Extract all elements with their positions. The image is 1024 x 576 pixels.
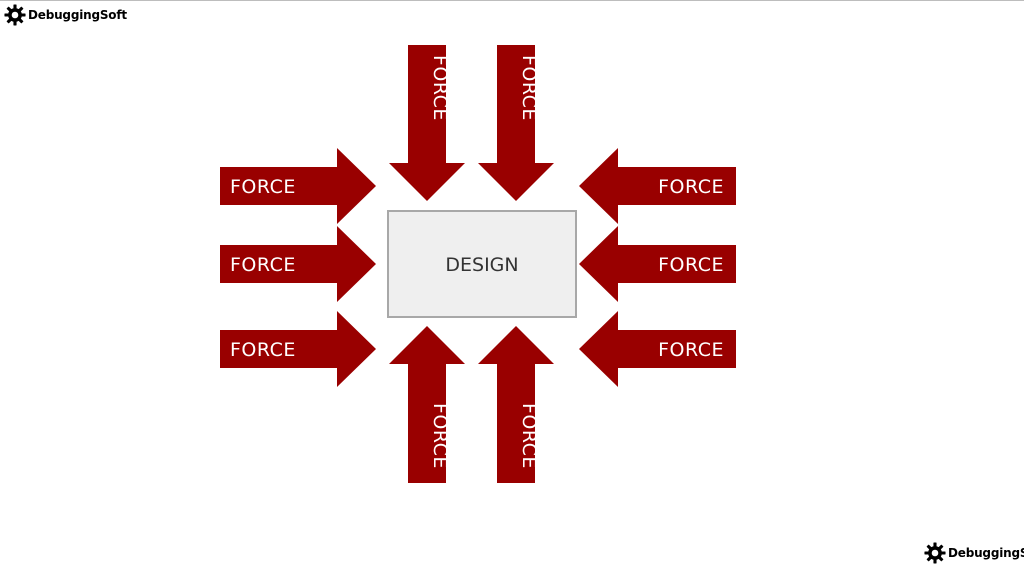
logo-text: DebuggingSoft (948, 546, 1024, 560)
force-arrow-right-1: FORCE (579, 148, 736, 224)
force-label: FORCE (518, 55, 540, 121)
force-arrow-top-2: FORCE (478, 45, 554, 201)
force-label: FORCE (230, 254, 296, 276)
logo-text: DebuggingSoft (28, 8, 127, 22)
force-label: FORCE (658, 339, 724, 361)
force-label: FORCE (230, 176, 296, 198)
force-arrow-right-2: FORCE (579, 226, 736, 302)
force-arrow-bottom-1: FORCE (389, 326, 465, 483)
force-label: FORCE (429, 55, 451, 121)
force-label: FORCE (518, 403, 540, 469)
force-label: FORCE (658, 176, 724, 198)
force-arrow-left-1: FORCE (220, 148, 376, 224)
top-divider (0, 0, 1024, 1)
force-label: FORCE (658, 254, 724, 276)
gear-icon (4, 4, 26, 26)
force-arrow-right-3: FORCE (579, 311, 736, 387)
logo-bottom-right: DebuggingSoft (924, 542, 1024, 564)
force-label: FORCE (230, 339, 296, 361)
force-arrow-bottom-2: FORCE (478, 326, 554, 483)
gear-icon (924, 542, 946, 564)
force-arrow-left-3: FORCE (220, 311, 376, 387)
design-label: DESIGN (445, 254, 518, 276)
force-arrow-left-2: FORCE (220, 226, 376, 302)
design-box: DESIGN (387, 210, 577, 318)
force-label: FORCE (429, 403, 451, 469)
force-arrow-top-1: FORCE (389, 45, 465, 201)
logo-top-left: DebuggingSoft (4, 4, 127, 26)
